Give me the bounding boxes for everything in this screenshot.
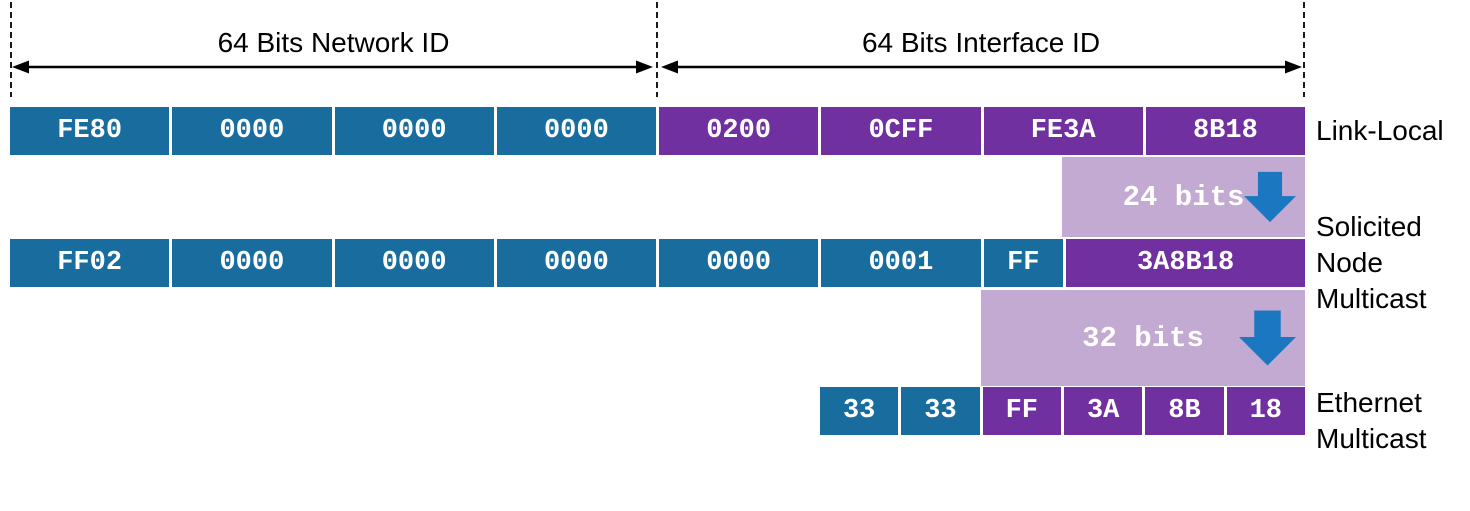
address-cell: FF: [983, 239, 1064, 287]
down-arrow-icon: [1239, 310, 1296, 366]
address-cell: 0000: [496, 107, 656, 155]
callout-24-bits: 24 bits: [1062, 157, 1305, 237]
address-cell: FE3A: [983, 107, 1143, 155]
address-cell: 0000: [659, 239, 819, 287]
address-cell: FF02: [10, 239, 170, 287]
address-cell: 8B18: [1145, 107, 1305, 155]
address-cell: 0000: [172, 239, 332, 287]
address-cell: FE80: [10, 107, 170, 155]
row-label-solicited-node: Solicited Node Multicast: [1316, 211, 1427, 314]
address-cell: 3A8B18: [1066, 239, 1305, 287]
address-cell: 3A: [1063, 387, 1143, 435]
callout-32-bits: 32 bits: [981, 290, 1305, 386]
solicited-node-address-row: FF02 0000 0000 0000 0000 0001 FF 3A8B18: [10, 239, 1305, 287]
network-id-label: 64 Bits Network ID: [217, 27, 450, 58]
address-cell: 0CFF: [821, 107, 981, 155]
row-label-ethernet-multicast: Ethernet Multicast: [1316, 387, 1427, 454]
address-cell: 0000: [334, 107, 494, 155]
address-cell: FF: [982, 387, 1061, 435]
address-cell: 0000: [496, 239, 656, 287]
address-cell: 0000: [172, 107, 332, 155]
interface-id-label: 64 Bits Interface ID: [861, 27, 1101, 58]
address-cell: 0200: [659, 107, 819, 155]
row-label-link-local: Link-Local: [1316, 115, 1444, 146]
network-id-span-arrow-icon: [12, 60, 653, 74]
ethernet-multicast-row: 33 33 FF 3A 8B 18: [820, 387, 1305, 435]
callout-24-bits-text: 24 bits: [1122, 180, 1245, 214]
address-cell: 33: [901, 387, 980, 435]
dimension-arrows: [10, 2, 1305, 97]
address-cell: 0001: [821, 239, 981, 287]
link-local-address-row: FE80 0000 0000 0000 0200 0CFF FE3A 8B18: [10, 107, 1305, 155]
address-cell: 18: [1226, 387, 1305, 435]
address-cell: 33: [820, 387, 899, 435]
interface-id-span-arrow-icon: [661, 60, 1302, 74]
down-arrow-icon: [1244, 171, 1296, 223]
callout-32-bits-text: 32 bits: [1082, 321, 1204, 355]
address-cell: 8B: [1145, 387, 1224, 435]
address-cell: 0000: [334, 239, 494, 287]
